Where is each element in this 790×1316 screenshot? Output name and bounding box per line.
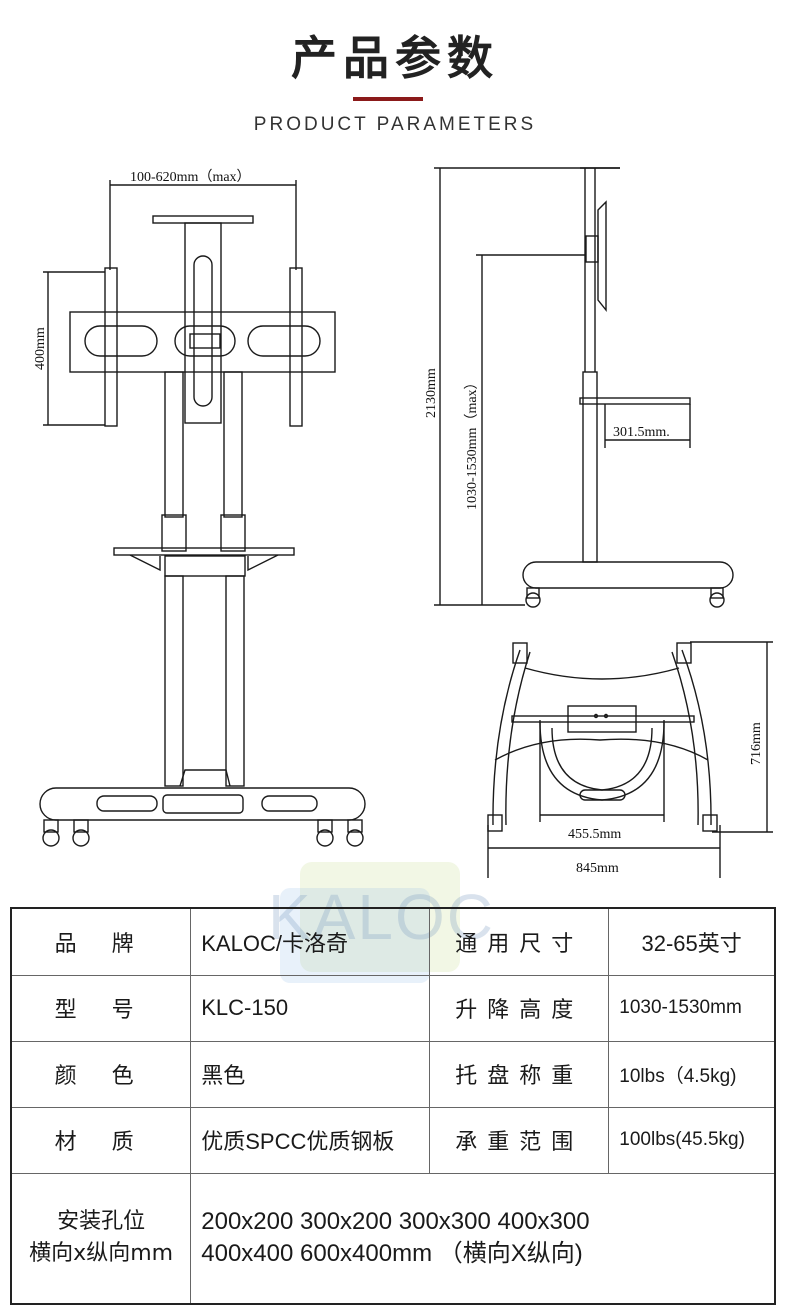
mount-value-line1: 200x200 300x200 300x300 400x300: [201, 1208, 590, 1236]
dim-front-width: 100-620mm（max）: [130, 169, 251, 185]
spec-value: KLC-150: [190, 974, 431, 1042]
dim-top-inner-width: 455.5mm: [568, 827, 621, 842]
spec-value: KALOC/卡洛奇: [190, 907, 431, 976]
spec-label: 承重范围: [429, 1106, 610, 1174]
table-row: 型 号 KLC-150 升降高度 1030-1530mm: [10, 974, 776, 1042]
front-view: [39, 180, 366, 847]
spec-value: 100lbs(45.5kg): [608, 1106, 776, 1174]
table-row: 安装孔位 横向x纵向mm 200x200 300x200 300x300 400…: [10, 1172, 776, 1305]
mount-label-line2: 横向x纵向mm: [29, 1241, 174, 1267]
table-row: 品 牌 KALOC/卡洛奇 通用尺寸 32-65英寸: [10, 907, 776, 976]
spec-label: 升降高度: [429, 974, 610, 1042]
spec-value: 32-65英寸: [608, 907, 776, 976]
dim-top-depth: 716mm: [749, 722, 764, 765]
table-row: 材 质 优质SPCC优质钢板 承重范围 100lbs(45.5kg): [10, 1106, 776, 1174]
side-view: [434, 167, 734, 608]
dim-front-height: 400mm: [33, 327, 48, 370]
spec-table: 品 牌 KALOC/卡洛奇 通用尺寸 32-65英寸 型 号 KLC-150 升…: [10, 907, 776, 1305]
spec-label: 型 号: [10, 974, 192, 1042]
page-subtitle: PRODUCT PARAMETERS: [253, 114, 537, 135]
page-title: 产品参数: [291, 31, 499, 85]
title-underline: [353, 97, 423, 101]
spec-value: 黑色: [190, 1040, 431, 1108]
dim-side-shelf-depth: 301.5mm.: [613, 425, 670, 440]
dim-top-outer-width: 845mm: [576, 861, 619, 876]
mount-label: 安装孔位 横向x纵向mm: [10, 1172, 192, 1305]
dim-side-lift-range: 1030-1530mm（max）: [464, 375, 480, 510]
technical-drawing: 100-620mm（max） 400mm 2130mm 1030-1530mm（…: [33, 167, 773, 878]
spec-label: 材 质: [10, 1106, 192, 1174]
top-view: [487, 641, 773, 878]
spec-value: 10lbs（4.5kg): [608, 1040, 776, 1108]
spec-label: 通用尺寸: [429, 907, 610, 976]
mount-value: 200x200 300x200 300x300 400x300 400x400 …: [190, 1172, 776, 1305]
spec-value: 优质SPCC优质钢板: [190, 1106, 431, 1174]
spec-label: 托盘称重: [429, 1040, 610, 1108]
dim-side-total-height: 2130mm: [424, 368, 439, 418]
spec-label: 颜 色: [10, 1040, 192, 1108]
mount-value-line2: 400x400 600x400mm （横向X纵向): [201, 1240, 583, 1268]
spec-label: 品 牌: [10, 907, 192, 976]
mount-label-line1: 安装孔位: [57, 1209, 146, 1235]
table-row: 颜 色 黑色 托盘称重 10lbs（4.5kg): [10, 1040, 776, 1108]
spec-value: 1030-1530mm: [608, 974, 776, 1042]
